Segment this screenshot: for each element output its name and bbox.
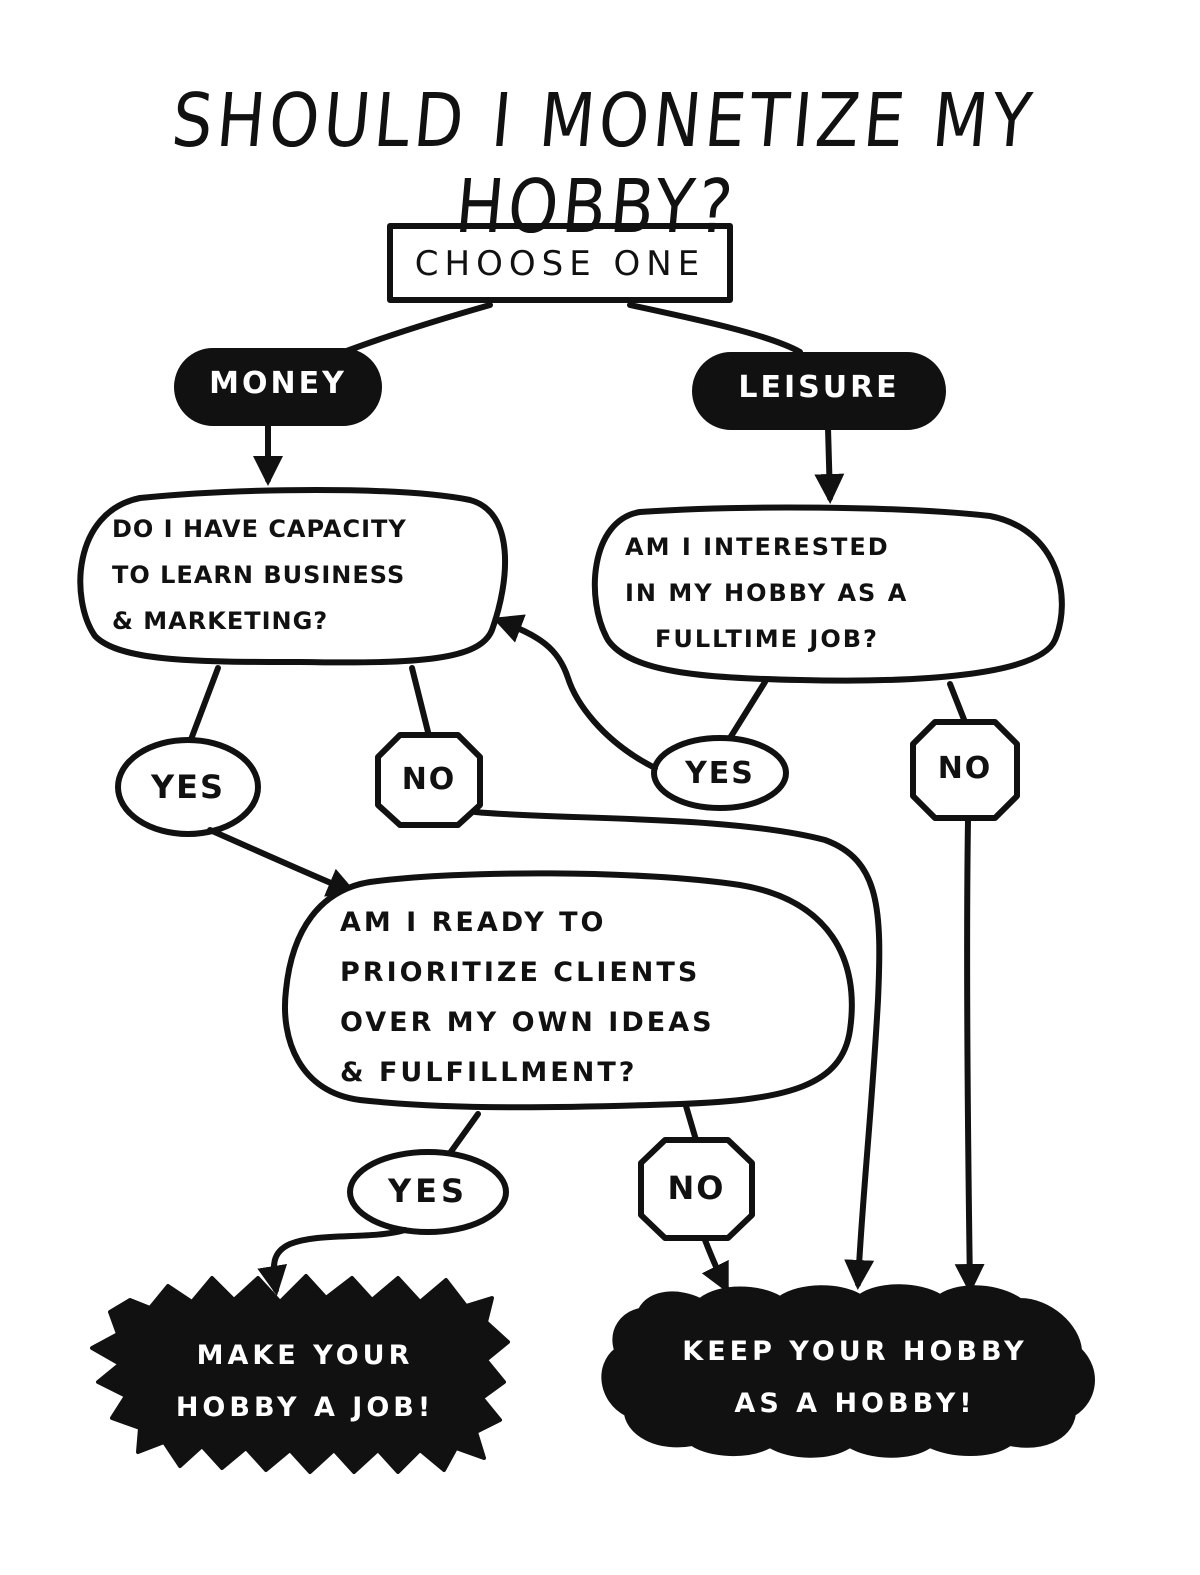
q2-no-octagon [910, 719, 1020, 821]
q3-yes-label: YES [387, 1172, 469, 1210]
arrow-leisure-q2 [814, 425, 845, 504]
q2-line-2: IN MY HOBBY AS A [625, 579, 909, 607]
q2-no-label: NO [937, 751, 993, 786]
connector-q1-yes [187, 665, 221, 745]
q2-box [591, 504, 1065, 684]
q2-text: AM I INTERESTED IN MY HOBBY AS A FULLTIM… [625, 524, 908, 662]
q1-line-2: TO LEARN BUSINESS [112, 561, 406, 589]
result-job-burst [90, 1274, 510, 1474]
result-job-text: MAKE YOUR HOBBY A JOB! [150, 1330, 460, 1434]
arrow-q3no-keep [701, 1237, 729, 1294]
q2-yes-label: YES [685, 756, 755, 791]
connector-q2-yes [727, 679, 768, 741]
q3-text: AM I READY TO PRIORITIZE CLIENTS OVER MY… [340, 898, 715, 1098]
q3-no-label: NO [667, 1169, 726, 1207]
connector-q2-no [947, 681, 968, 725]
q1-line-3: & MARKETING? [112, 607, 329, 635]
q1-yes-label: YES [150, 768, 226, 806]
q1-yes-oval [115, 737, 261, 837]
result-hobby-text: KEEP YOUR HOBBY AS A HOBBY! [640, 1326, 1070, 1430]
connector-choose-leisure [627, 302, 803, 355]
connector-q1-no [409, 665, 431, 735]
arrow-q1yes-q3 [207, 827, 358, 897]
leisure-pill [692, 352, 946, 430]
q1-no-octagon [375, 732, 483, 828]
q3-box [282, 870, 855, 1111]
result-job-line-2: HOBBY A JOB! [175, 1392, 435, 1423]
page-title: SHOULD I MONETIZE MY HOBBY? [168, 78, 1040, 250]
money-pill [174, 348, 382, 426]
result-hobby-cloud [601, 1284, 1095, 1458]
choose-one-box [387, 223, 733, 303]
arrow-q2no-keep [954, 817, 985, 1294]
arrow-q3yes-job [257, 1227, 408, 1296]
q1-line-1: DO I HAVE CAPACITY [112, 515, 407, 543]
connector-q3-no [683, 1103, 699, 1143]
leisure-label: LEISURE [738, 370, 900, 405]
result-hobby-line-1: KEEP YOUR HOBBY [682, 1336, 1028, 1367]
result-job-line-1: MAKE YOUR [196, 1340, 414, 1371]
q1-no-label: NO [401, 762, 457, 797]
q3-yes-oval [347, 1149, 509, 1235]
q2-line-3: FULLTIME JOB? [655, 625, 879, 653]
q3-line-2: PRIORITIZE CLIENTS [340, 957, 701, 988]
q2-yes-oval [651, 735, 789, 811]
q2-line-1: AM I INTERESTED [625, 533, 890, 561]
result-hobby-line-2: AS A HOBBY! [734, 1388, 976, 1419]
money-label: MONEY [209, 366, 347, 401]
q1-text: DO I HAVE CAPACITY TO LEARN BUSINESS & M… [112, 506, 407, 644]
arrow-q1no-keep [472, 809, 883, 1290]
choose-one-label: CHOOSE ONE [414, 244, 706, 284]
arrow-q2yes-q1 [492, 614, 658, 771]
q3-no-octagon [638, 1137, 755, 1241]
q3-line-4: & FULFILLMENT? [340, 1057, 638, 1088]
q1-box [77, 487, 508, 666]
q3-line-3: OVER MY OWN IDEAS [340, 1007, 715, 1038]
q3-line-1: AM I READY TO [340, 907, 607, 938]
